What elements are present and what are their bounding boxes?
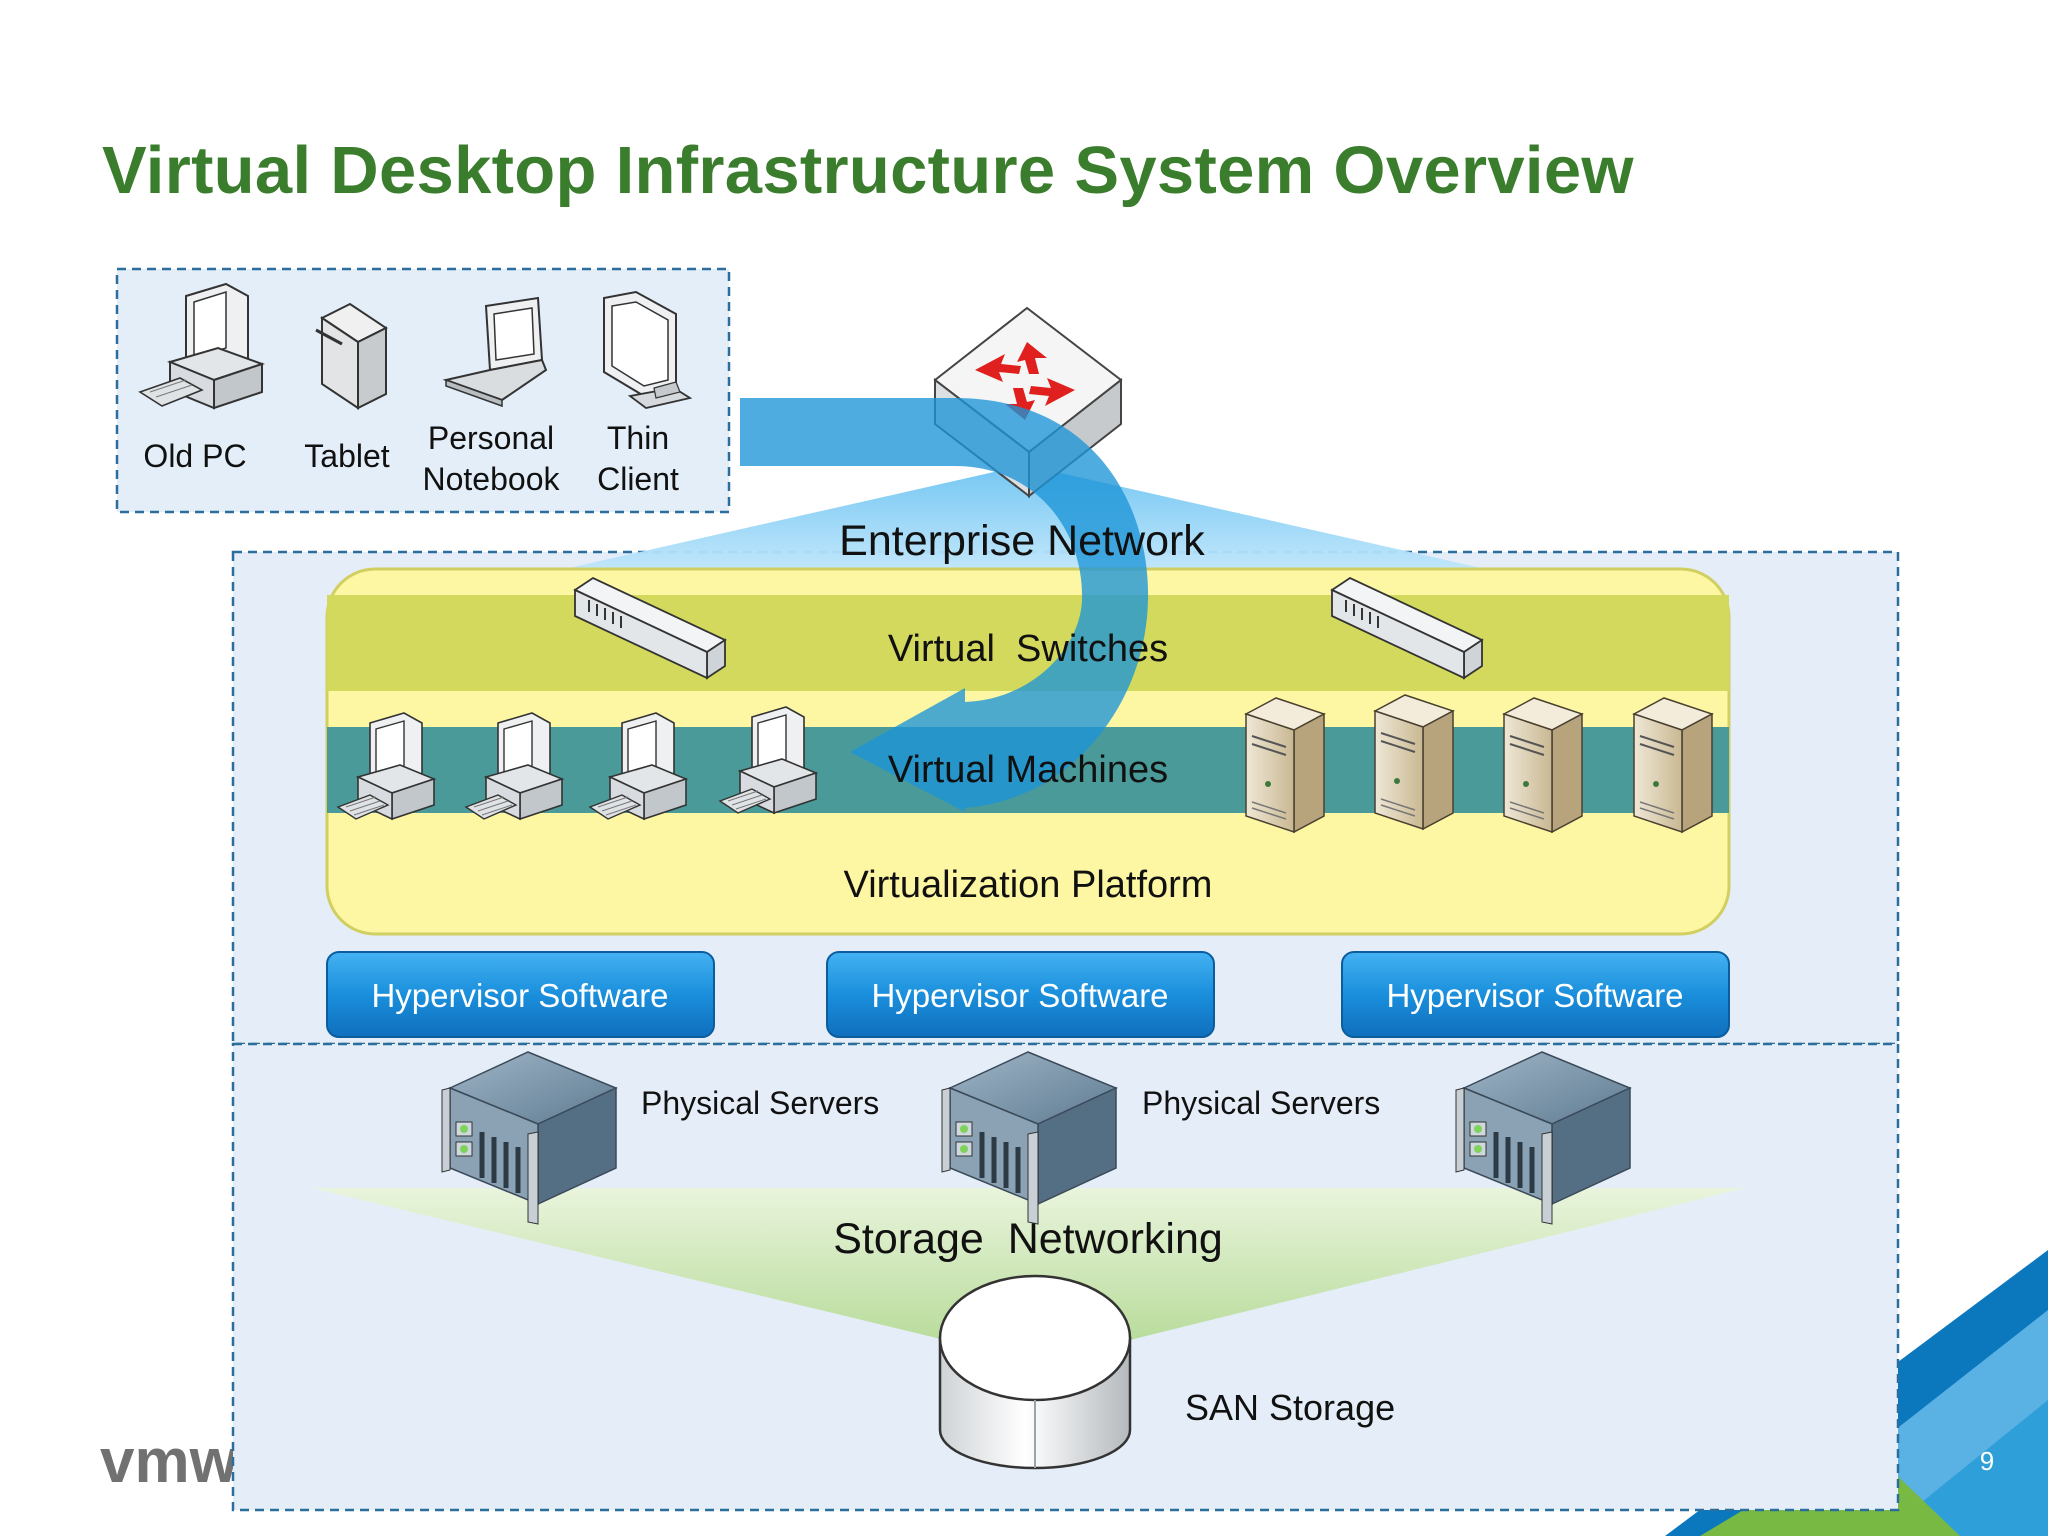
access-flow-arrow [740, 398, 1149, 812]
virtual-server-icon [1374, 694, 1454, 830]
virtual-machines-label: Virtual Machines [888, 749, 1168, 791]
hypervisor-label-3: Hypervisor Software [1386, 977, 1683, 1014]
hypervisor-label-1: Hypervisor Software [371, 977, 668, 1014]
endpoint-label-4a: Thin [607, 420, 669, 456]
san-storage-label: SAN Storage [1185, 1387, 1395, 1428]
desktop-pc-icon [138, 282, 266, 410]
hypervisor-block-1: Hypervisor Software [326, 951, 715, 1038]
virtual-server-icon [1245, 697, 1325, 833]
endpoint-label-1: Old PC [143, 438, 246, 474]
hypervisor-block-2: Hypervisor Software [826, 951, 1215, 1038]
endpoint-label-3b: Notebook [423, 461, 561, 497]
hypervisor-block-3: Hypervisor Software [1341, 951, 1730, 1038]
enterprise-network-label: Enterprise Network [839, 517, 1205, 565]
tablet-icon [315, 302, 388, 410]
laptop-icon [442, 296, 548, 408]
virtual-server-icon [1503, 697, 1583, 833]
endpoint-label-2: Tablet [304, 438, 390, 474]
virtual-server-icon [1633, 697, 1713, 833]
endpoint-label-3a: Personal [428, 420, 554, 456]
storage-networking-fan [312, 1188, 1745, 1340]
thin-client-icon [603, 290, 693, 409]
virtual-switches-label: Virtual Switches [888, 628, 1168, 670]
physical-servers-label-1: Physical Servers [641, 1085, 879, 1121]
physical-servers-label-2: Physical Servers [1142, 1085, 1380, 1121]
storage-networking-label: Storage Networking [833, 1215, 1223, 1263]
enterprise-network-beam [560, 465, 1490, 570]
virtualization-platform-label: Virtualization Platform [844, 864, 1213, 906]
slide-title: Virtual Desktop Infrastructure System Ov… [102, 133, 1634, 208]
virtual-switches-band [327, 595, 1729, 691]
endpoint-label-4b: Client [597, 461, 679, 497]
hypervisor-label-2: Hypervisor Software [871, 977, 1168, 1014]
page-number: 9 [1979, 1446, 1995, 1476]
san-storage-icon [938, 1274, 1132, 1470]
endpoint-devices-group: Old PC Tablet Personal Notebook Thin Cli… [115, 267, 731, 514]
